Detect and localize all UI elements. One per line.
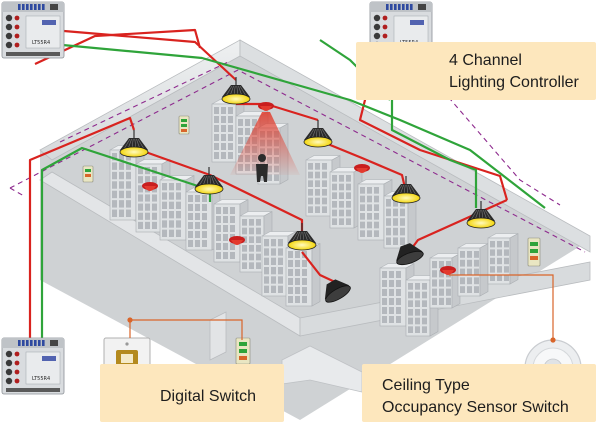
ceiling-lamp-icon <box>391 176 421 204</box>
motion-sensor-icon <box>142 182 158 191</box>
warehouse-floor <box>40 40 590 420</box>
digital-switch-label: Digital Switch <box>160 388 257 405</box>
lighting-wire <box>301 251 336 283</box>
ceiling-lamp-icon <box>194 167 224 195</box>
motion-sensor-icon <box>229 236 245 245</box>
lighting-wire <box>51 28 237 81</box>
ceiling-lamp-icon <box>221 77 251 105</box>
lighting-controller-icon: LT55R4 <box>1 1 65 59</box>
wall-switch-icon <box>235 337 251 365</box>
sensor-label-line2: Occupancy Sensor Switch <box>382 399 569 416</box>
purple-control-wire <box>424 69 561 206</box>
controller-model-label: LT55R4 <box>32 376 50 382</box>
shelf-unit <box>429 253 461 309</box>
sensor-label-line1: Ceiling Type <box>382 377 470 394</box>
controller-label-box: 4 Channel Lighting Controller <box>356 42 596 100</box>
inner-wall <box>209 311 227 361</box>
lighting-wire <box>51 42 546 209</box>
lighting-wire <box>390 70 478 208</box>
person-figure <box>256 154 268 182</box>
shelf-unit <box>487 233 519 285</box>
digital-switch-label-box: Digital Switch <box>100 364 284 422</box>
lighting-wire <box>34 28 202 65</box>
ceiling-lamps <box>119 77 496 303</box>
wall-switch-icon <box>527 237 541 267</box>
purple-control-wire <box>9 187 25 197</box>
ceiling-lamp-off-icon <box>324 279 351 303</box>
shelf-unit <box>329 167 363 229</box>
sensor-connection-lines <box>127 274 556 343</box>
motion-sensors <box>142 102 456 275</box>
motion-sensor-icon <box>258 102 274 111</box>
controller-model-label: LT55R4 <box>32 40 50 46</box>
lighting-wire <box>317 138 407 189</box>
wall-switch-icon <box>82 165 94 183</box>
ceiling-lamp-icon <box>119 130 149 158</box>
ceiling-lamp-icon <box>466 201 496 229</box>
ceiling-lamp-off-icon <box>396 243 424 266</box>
shelf-unit <box>457 243 489 297</box>
lighting-controller-icon: LT55R4 <box>1 337 65 395</box>
motion-light-beam <box>230 112 300 175</box>
ceiling-lamp-icon <box>287 223 317 251</box>
purple-control-wire <box>59 61 229 143</box>
ceiling-lamp-icon <box>303 120 333 148</box>
controller-label-line1: 4 Channel <box>449 52 522 69</box>
lighting-wire <box>28 116 136 360</box>
storage-shelves <box>109 99 519 337</box>
motion-sensor-icon <box>354 164 370 173</box>
sensor-label-box: Ceiling Type Occupancy Sensor Switch <box>362 364 596 422</box>
shelf-unit <box>185 187 221 251</box>
wall-switch-icon <box>178 115 190 135</box>
motion-sensor-icon <box>440 266 456 275</box>
controller-label-line2: Lighting Controller <box>449 74 579 91</box>
